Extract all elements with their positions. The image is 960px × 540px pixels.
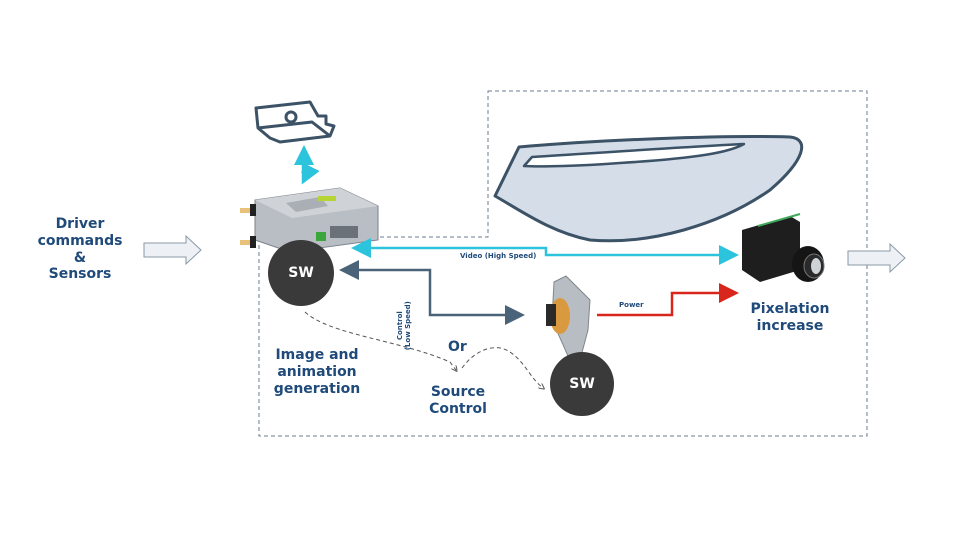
power-link xyxy=(597,283,739,317)
image-generation-line: Image and xyxy=(275,347,359,363)
driver-commands-label: Driver commands & Sensors xyxy=(20,216,140,283)
image-generation-line: generation xyxy=(273,380,361,397)
camera-sensor-icon xyxy=(254,100,336,144)
driver-label-line: commands xyxy=(37,232,123,249)
video-link-label: Video (High Speed) xyxy=(460,252,537,260)
ecu-sw-label: SW xyxy=(288,265,314,281)
source-control-label: Source Control xyxy=(420,384,496,418)
driver-label-line: Sensors xyxy=(48,266,112,283)
system-boundary xyxy=(258,90,868,437)
driver-label-line: Driver xyxy=(55,216,105,232)
ecu-sw-badge: SW xyxy=(268,240,334,306)
or-label: Or xyxy=(448,339,467,355)
input-arrow-icon xyxy=(143,234,202,266)
control-link-line: (Low Speed) xyxy=(403,301,412,351)
source-control-line: Source xyxy=(430,384,486,400)
control-link-label: Control (Low Speed) xyxy=(396,301,412,351)
headlamp-icon xyxy=(493,135,804,243)
control-link xyxy=(339,260,525,325)
source-sw-label: SW xyxy=(569,376,595,392)
or-path-left xyxy=(304,311,456,370)
image-generation-label: Image and animation generation xyxy=(262,347,372,397)
sensor-link xyxy=(294,145,320,185)
image-generation-line: animation xyxy=(277,363,357,380)
driver-label-line: & xyxy=(73,249,87,266)
video-link xyxy=(351,238,739,265)
source-sw-badge: SW xyxy=(550,352,614,416)
source-control-line: Control xyxy=(429,400,487,417)
ecu-module-icon xyxy=(240,187,379,253)
pixelation-line: increase xyxy=(756,317,824,334)
or-path-right xyxy=(461,347,543,388)
pixelation-increase-label: Pixelation increase xyxy=(735,301,845,335)
projector-module-icon xyxy=(742,213,825,282)
power-link-label: Power xyxy=(619,301,644,309)
pixelation-line: Pixelation xyxy=(750,301,830,317)
light-source-module-icon xyxy=(546,275,591,361)
output-arrow-icon xyxy=(847,242,906,274)
